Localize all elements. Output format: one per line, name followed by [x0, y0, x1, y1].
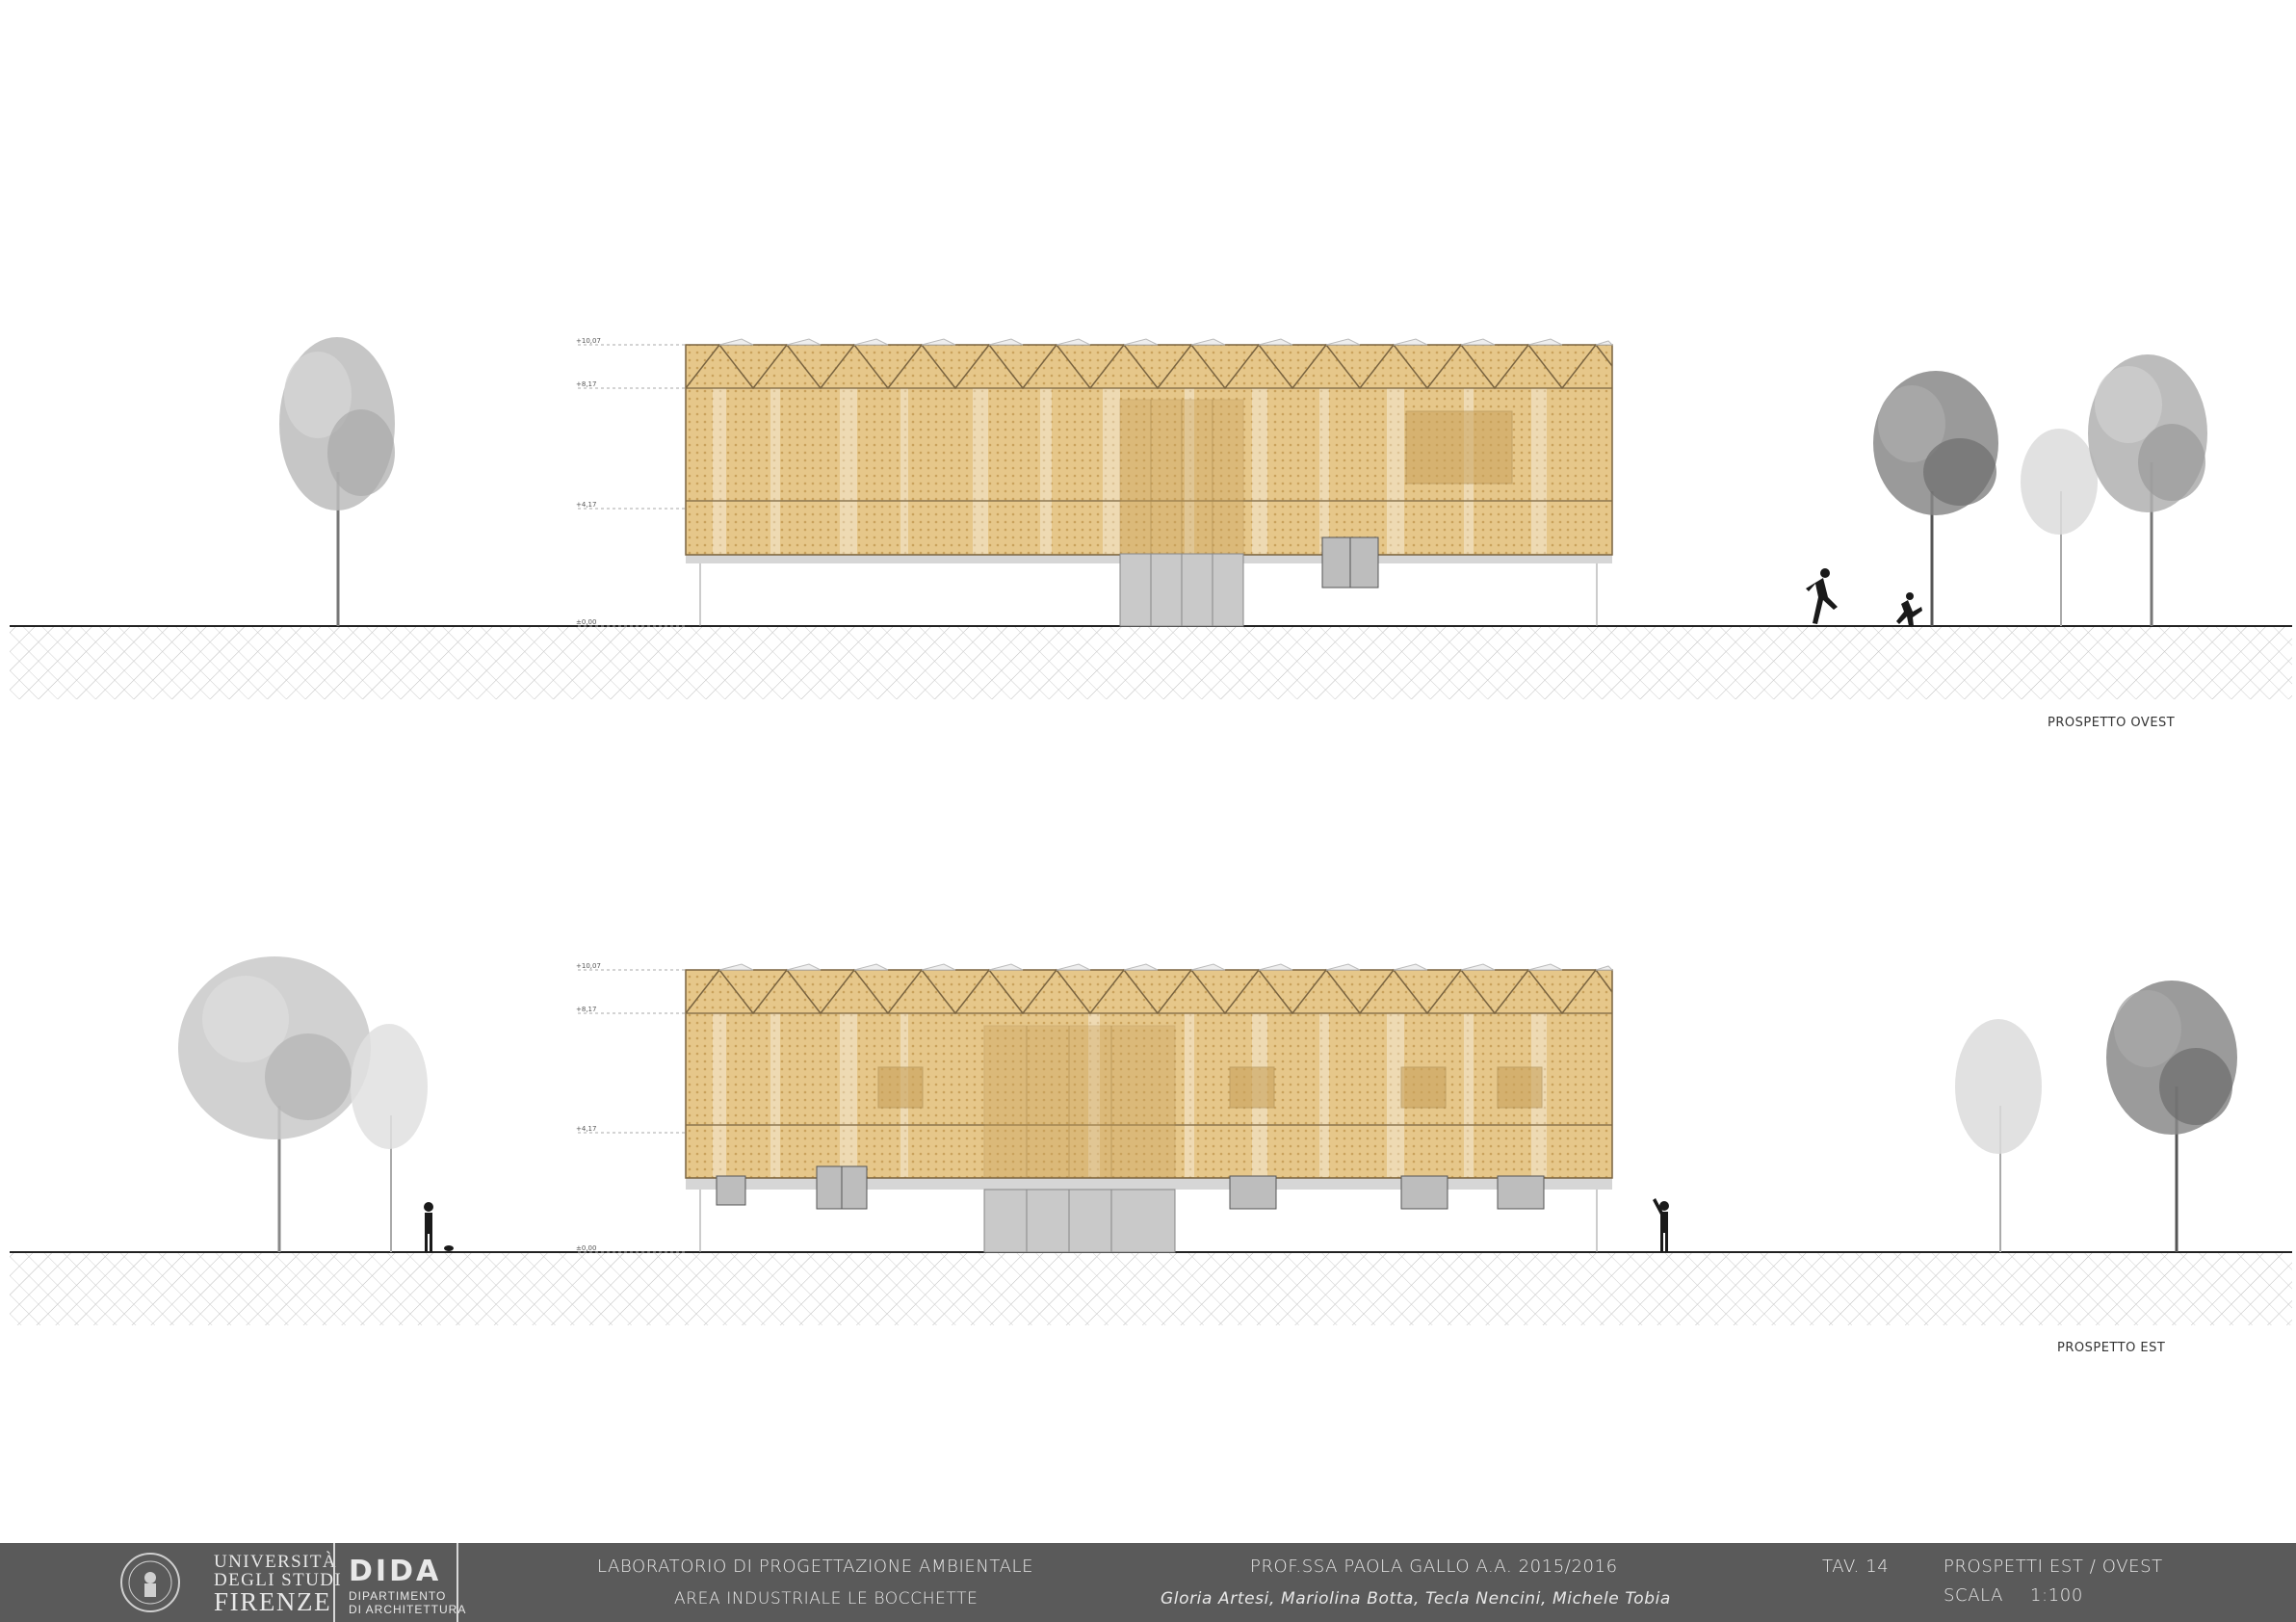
professor-year: PROF.SSA PAOLA GALLO A.A. 2015/2016 [1250, 1557, 1618, 1577]
department-sub2: DI ARCHITETTURA [349, 1603, 467, 1616]
elevation-est: +10,07 +8,17 +4,17 ±0,00 [0, 942, 2296, 1355]
elevation-ovest-drawing: +10,07 +8,17 +4,17 ±0,00 [10, 337, 2292, 699]
university-line3: FIRENZE [214, 1587, 332, 1616]
tree-icon [279, 337, 395, 626]
footer-divider [333, 1543, 335, 1622]
view-label-ovest: PROSPETTO OVEST [2048, 716, 2176, 730]
level-1-label: +10,07 [576, 962, 601, 970]
child-playing-icon [1896, 592, 1922, 626]
tree-icon [2088, 354, 2207, 626]
authors: Gloria Artesi, Mariolina Botta, Tecla Ne… [1161, 1589, 1671, 1609]
scale-value: 1:100 [2030, 1585, 2083, 1606]
tree-icon [178, 956, 371, 1252]
level-2-label: +8,17 [576, 1006, 596, 1013]
level-4-label: ±0,00 [576, 618, 596, 626]
level-markers: +10,07 +8,17 +4,17 ±0,00 [576, 337, 686, 627]
building-ovest [685, 338, 1614, 627]
person-with-dog-icon [424, 1202, 454, 1252]
person-running-icon [1806, 568, 1838, 624]
department-sub1: DIPARTIMENTO [349, 1589, 447, 1603]
sheet-number: TAV. 14 [1822, 1557, 1890, 1577]
footer-divider [457, 1543, 458, 1622]
level-1-label: +10,07 [576, 337, 601, 345]
elevation-ovest: +10,07 +8,17 +4,17 ±0,00 [0, 318, 2296, 730]
level-3-label: +4,17 [576, 501, 596, 509]
elevation-est-drawing: +10,07 +8,17 +4,17 ±0,00 [10, 956, 2292, 1325]
course-title: LABORATORIO DI PROGETTAZIONE AMBIENTALE [597, 1557, 1034, 1577]
view-label-est: PROSPETTO EST [2057, 1341, 2166, 1355]
tree-icon [1955, 1019, 2042, 1252]
tree-icon [351, 1024, 428, 1252]
title-block: UNIVERSITÀ DEGLI STUDI FIRENZE DIDA DIPA… [0, 1543, 2296, 1622]
scale-label: SCALA [1944, 1585, 2004, 1606]
person-waving-icon [1653, 1198, 1669, 1252]
tree-icon [1873, 371, 1998, 626]
tree-icon [2106, 981, 2237, 1252]
university-line2: DEGLI STUDI [214, 1570, 343, 1590]
level-4-label: ±0,00 [576, 1244, 596, 1252]
university-logo: UNIVERSITÀ DEGLI STUDI FIRENZE [214, 1553, 342, 1615]
department-name: DIPARTIMENTO DI ARCHITETTURA [349, 1589, 466, 1616]
level-3-label: +4,17 [576, 1125, 596, 1133]
project-area: AREA INDUSTRIALE LE BOCCHETTE [674, 1589, 978, 1609]
university-seal-icon [120, 1553, 180, 1612]
level-markers: +10,07 +8,17 +4,17 ±0,00 [576, 962, 686, 1253]
department-logo: DIDA [349, 1555, 442, 1588]
level-2-label: +8,17 [576, 380, 596, 388]
building-est [685, 963, 1614, 1253]
sheet-title: PROSPETTI EST / OVEST [1944, 1557, 2163, 1577]
tree-icon [2021, 429, 2098, 626]
university-line1: UNIVERSITÀ [214, 1552, 337, 1572]
